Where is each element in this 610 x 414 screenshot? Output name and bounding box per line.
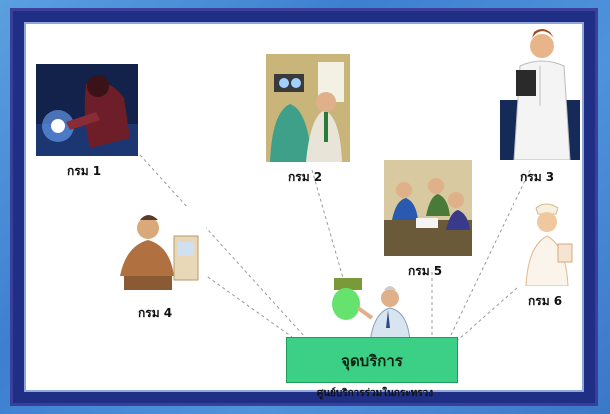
dept-1-label: กรม 1 <box>67 164 102 178</box>
eye-exam-icon <box>266 54 350 162</box>
dept-5-label: กรม 5 <box>408 264 443 278</box>
welder-icon <box>36 64 138 156</box>
nurse-icon <box>514 200 580 286</box>
meeting-icon <box>384 160 472 256</box>
dept-6-label: กรม 6 <box>528 294 563 308</box>
doctor-icon <box>500 26 580 160</box>
dept-2-label: กรม 2 <box>288 170 323 184</box>
presenter-icon <box>330 278 412 342</box>
dept-4-label: กรม 4 <box>138 306 173 320</box>
service-point-subtitle: ศูนย์บริการร่วมในกระทรวง <box>316 388 434 399</box>
dept-3-label: กรม 3 <box>520 170 555 184</box>
office-worker-icon <box>114 206 206 296</box>
service-point-title: จุดบริการ <box>341 352 403 370</box>
service-point-box: จุดบริการ <box>286 337 458 383</box>
